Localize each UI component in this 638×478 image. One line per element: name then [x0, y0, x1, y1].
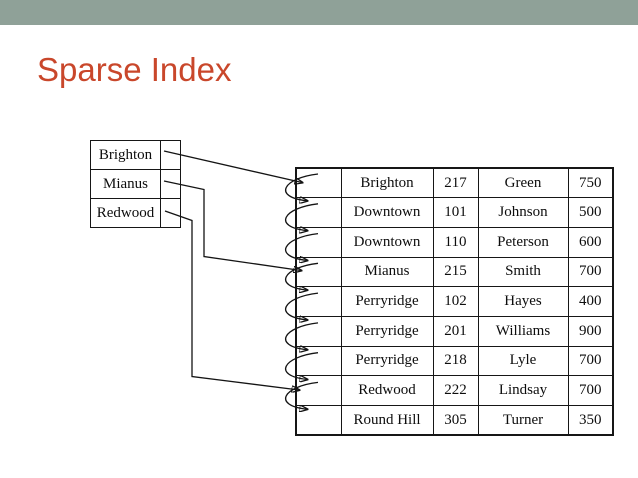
index-arrow-brighton: [163, 150, 302, 183]
index-row: Mianus: [90, 169, 181, 199]
branch-name-cell: Perryridge: [340, 345, 434, 377]
record-pointer-cell: [295, 375, 342, 406]
record-pointer-cell: [295, 167, 342, 199]
branch-name-cell: Downtown: [340, 197, 434, 228]
record-pointer-cell: [295, 197, 342, 228]
table-row: Downtown 110 Peterson 600: [295, 226, 614, 258]
index-arrow-redwood: [164, 210, 299, 390]
index-pointer-cell: [160, 169, 181, 199]
index-pointer-cell: [160, 198, 181, 228]
branch-name-cell: Downtown: [340, 226, 434, 258]
balance-cell: 750: [567, 167, 614, 199]
balance-cell: 500: [567, 197, 614, 228]
record-pointer-cell: [295, 315, 342, 347]
balance-cell: 400: [567, 286, 614, 317]
customer-name-cell: Johnson: [477, 197, 569, 228]
table-row: Downtown 101 Johnson 500: [295, 197, 614, 228]
table-row: Perryridge 201 Williams 900: [295, 315, 614, 347]
account-number-cell: 201: [432, 315, 479, 347]
slide-title: Sparse Index: [37, 51, 232, 88]
index-key-cell: Brighton: [90, 140, 161, 170]
index-row: Brighton: [90, 140, 181, 170]
index-row: Redwood: [90, 198, 181, 228]
account-number-cell: 217: [432, 167, 479, 199]
index-pointer-cell: [160, 140, 181, 170]
branch-name-cell: Round Hill: [340, 405, 434, 436]
index-arrow-mianus: [163, 180, 301, 271]
balance-cell: 700: [567, 256, 614, 288]
customer-name-cell: Smith: [477, 256, 569, 288]
table-row: Perryridge 218 Lyle 700: [295, 345, 614, 377]
branch-name-cell: Perryridge: [340, 286, 434, 317]
balance-cell: 900: [567, 315, 614, 347]
account-number-cell: 222: [432, 375, 479, 406]
record-pointer-cell: [295, 256, 342, 288]
customer-name-cell: Turner: [477, 405, 569, 436]
table-row: Mianus 215 Smith 700: [295, 256, 614, 288]
customer-name-cell: Lyle: [477, 345, 569, 377]
account-number-cell: 215: [432, 256, 479, 288]
customer-name-cell: Peterson: [477, 226, 569, 258]
account-number-cell: 218: [432, 345, 479, 377]
balance-cell: 700: [567, 375, 614, 406]
table-row: Round Hill 305 Turner 350: [295, 405, 614, 436]
data-table: Brighton 217 Green 750 Downtown 101 John…: [295, 167, 614, 437]
customer-name-cell: Williams: [477, 315, 569, 347]
branch-name-cell: Brighton: [340, 167, 434, 199]
branch-name-cell: Mianus: [340, 256, 434, 288]
record-pointer-cell: [295, 345, 342, 377]
branch-name-cell: Perryridge: [340, 315, 434, 347]
account-number-cell: 110: [432, 226, 479, 258]
index-key-cell: Mianus: [90, 169, 161, 199]
customer-name-cell: Lindsay: [477, 375, 569, 406]
record-pointer-cell: [295, 405, 342, 436]
table-row: Perryridge 102 Hayes 400: [295, 286, 614, 317]
table-row: Brighton 217 Green 750: [295, 167, 614, 199]
record-pointer-cell: [295, 226, 342, 258]
slide-top-bar: [0, 0, 638, 25]
balance-cell: 700: [567, 345, 614, 377]
account-number-cell: 101: [432, 197, 479, 228]
balance-cell: 600: [567, 226, 614, 258]
index-key-cell: Redwood: [90, 198, 161, 228]
balance-cell: 350: [567, 405, 614, 436]
account-number-cell: 305: [432, 405, 479, 436]
branch-name-cell: Redwood: [340, 375, 434, 406]
customer-name-cell: Green: [477, 167, 569, 199]
customer-name-cell: Hayes: [477, 286, 569, 317]
account-number-cell: 102: [432, 286, 479, 317]
index-table: Brighton Mianus Redwood: [90, 140, 181, 228]
record-pointer-cell: [295, 286, 342, 317]
table-row: Redwood 222 Lindsay 700: [295, 375, 614, 406]
